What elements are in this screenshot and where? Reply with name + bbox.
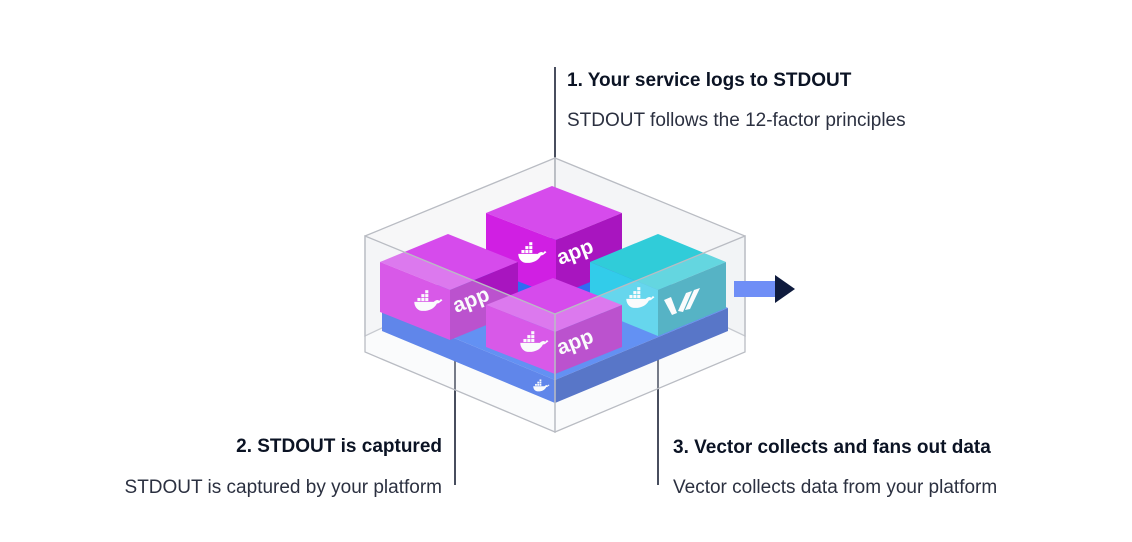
callout-step1-title: 1. Your service logs to STDOUT bbox=[567, 70, 852, 91]
callout-step3-title: 3. Vector collects and fans out data bbox=[673, 437, 991, 458]
vector-logo-icon bbox=[664, 288, 700, 315]
app-box-left: app bbox=[380, 234, 518, 340]
callout-step3: 3. Vector collects and fans out data Vec… bbox=[673, 437, 997, 499]
callout-step2: 2. STDOUT is captured STDOUT is captured… bbox=[125, 436, 442, 499]
output-arrow[interactable] bbox=[734, 275, 795, 303]
callout-step2-desc: STDOUT is captured by your platform bbox=[124, 477, 442, 498]
callout-step2-title: 2. STDOUT is captured bbox=[236, 436, 442, 457]
callout-step1: 1. Your service logs to STDOUT STDOUT fo… bbox=[567, 70, 906, 132]
vector-box bbox=[590, 234, 726, 336]
app-box-front: app bbox=[486, 278, 622, 374]
callout-step3-desc: Vector collects data from your platform bbox=[673, 477, 998, 498]
cage-front bbox=[364, 235, 746, 433]
callout-step1-desc: STDOUT follows the 12-factor principles bbox=[567, 110, 906, 131]
